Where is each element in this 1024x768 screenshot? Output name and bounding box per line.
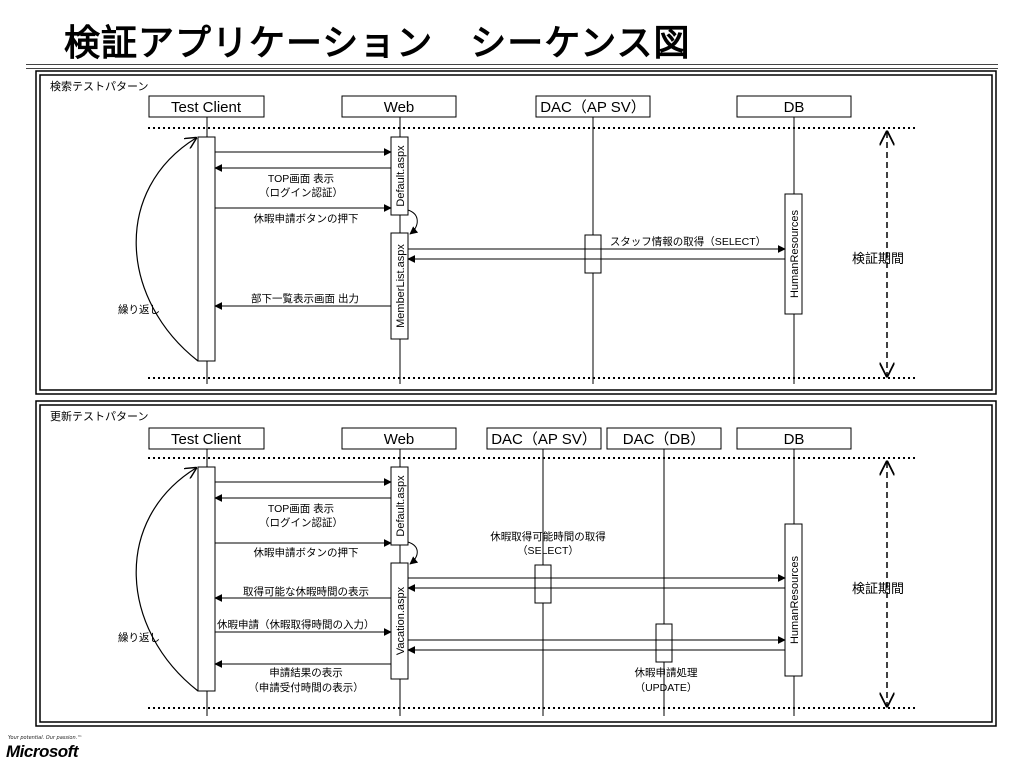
lifeline-header-web: Web bbox=[341, 95, 457, 118]
activation-humanresources: HumanResources bbox=[784, 523, 803, 677]
period-label: 検証期間 bbox=[852, 581, 904, 596]
message-label: 取得可能な休暇時間の表示 bbox=[243, 585, 369, 598]
period-label: 検証期間 bbox=[852, 251, 904, 266]
activation-label: Default.aspx bbox=[395, 475, 407, 537]
activation-vacation-aspx: Vacation.aspx bbox=[390, 562, 409, 680]
activation-label: MemberList.aspx bbox=[395, 244, 407, 328]
message-label: 休暇申請ボタンの押下 bbox=[254, 546, 359, 559]
footer-tagline: Your potential. Our passion.™ bbox=[8, 735, 83, 741]
loop-label: 繰り返し bbox=[118, 303, 160, 316]
title-rule bbox=[26, 64, 998, 69]
activation-dac-db bbox=[655, 623, 673, 663]
message-label: TOP画面 表示 bbox=[268, 502, 334, 515]
message-label: （申請受付時間の表示） bbox=[248, 681, 364, 694]
self-call-arrow bbox=[407, 541, 419, 565]
lifeline-header-db: DB bbox=[736, 95, 852, 118]
activation-humanresources: HumanResources bbox=[784, 193, 803, 315]
panel-inner-frame bbox=[39, 404, 993, 723]
activation-label: Vacation.aspx bbox=[395, 586, 407, 655]
message-label: スタッフ情報の取得（SELECT） bbox=[610, 235, 766, 248]
activation-label: HumanResources bbox=[789, 209, 801, 298]
lifeline-label: DAC（AP SV） bbox=[540, 99, 646, 116]
message-label: 休暇申請（休暇取得時間の入力） bbox=[217, 618, 375, 631]
self-call-arrow bbox=[407, 209, 419, 235]
panel-outer-frame bbox=[35, 400, 997, 727]
activation-default-aspx: Default.aspx bbox=[390, 466, 409, 546]
slide-title: 検証アプリケーション シーケンス図 bbox=[64, 23, 691, 64]
message-label: （ログイン認証） bbox=[259, 186, 343, 199]
message-label: 休暇申請処理 bbox=[635, 666, 698, 679]
message-label: （UPDATE） bbox=[635, 682, 698, 694]
lifeline-header-db: DB bbox=[736, 427, 852, 450]
message-label: （ログイン認証） bbox=[259, 516, 343, 529]
activation-test-client bbox=[197, 136, 216, 362]
activation-dac-ap bbox=[534, 564, 552, 604]
message-label: 休暇申請ボタンの押下 bbox=[254, 212, 359, 225]
lifeline-header-test-client: Test Client bbox=[148, 95, 265, 118]
loop-label: 繰り返し bbox=[118, 631, 160, 644]
lifeline-label: Test Client bbox=[171, 431, 242, 448]
lifeline-label: Test Client bbox=[171, 99, 242, 116]
panel-update: 更新テストパターン Test Client Web DAC（AP SV） DAC… bbox=[35, 400, 997, 727]
loop-arrow bbox=[135, 468, 198, 692]
lifeline-header-dac-ap: DAC（AP SV） bbox=[486, 427, 602, 450]
loop-arrow bbox=[135, 138, 198, 362]
lifeline-label: Web bbox=[384, 431, 415, 448]
message-label: 休暇取得可能時間の取得 bbox=[490, 530, 606, 543]
message-label: TOP画面 表示 bbox=[268, 172, 334, 185]
activation-default-aspx: Default.aspx bbox=[390, 136, 409, 216]
panel-inner-frame bbox=[39, 74, 993, 391]
panel-label: 検索テストパターン bbox=[50, 79, 148, 93]
activation-label: Default.aspx bbox=[395, 145, 407, 207]
activation-dac-ap bbox=[584, 234, 602, 274]
microsoft-logo: Microsoft bbox=[6, 742, 79, 761]
lifeline-label: DB bbox=[784, 99, 805, 116]
message-label: （SELECT） bbox=[517, 545, 579, 557]
activation-test-client bbox=[197, 466, 216, 692]
message-label: 申請結果の表示 bbox=[269, 666, 343, 679]
lifeline-header-test-client: Test Client bbox=[148, 427, 265, 450]
activation-label: HumanResources bbox=[789, 555, 801, 644]
lifeline-label: DAC（DB） bbox=[623, 431, 706, 448]
panel-label: 更新テストパターン bbox=[50, 409, 148, 423]
panel-outer-frame bbox=[35, 70, 997, 395]
lifeline-label: DAC（AP SV） bbox=[491, 431, 597, 448]
lifeline-header-web: Web bbox=[341, 427, 457, 450]
activation-memberlist-aspx: MemberList.aspx bbox=[390, 232, 409, 340]
lifeline-label: Web bbox=[384, 99, 415, 116]
lifeline-header-dac-db: DAC（DB） bbox=[606, 427, 722, 450]
message-label: 部下一覧表示画面 出力 bbox=[251, 292, 359, 305]
panel-search: 検索テストパターン Test Client Web DAC（AP SV） DB bbox=[35, 70, 997, 395]
lifeline-header-dac-ap: DAC（AP SV） bbox=[535, 95, 651, 118]
lifeline-label: DB bbox=[784, 431, 805, 448]
